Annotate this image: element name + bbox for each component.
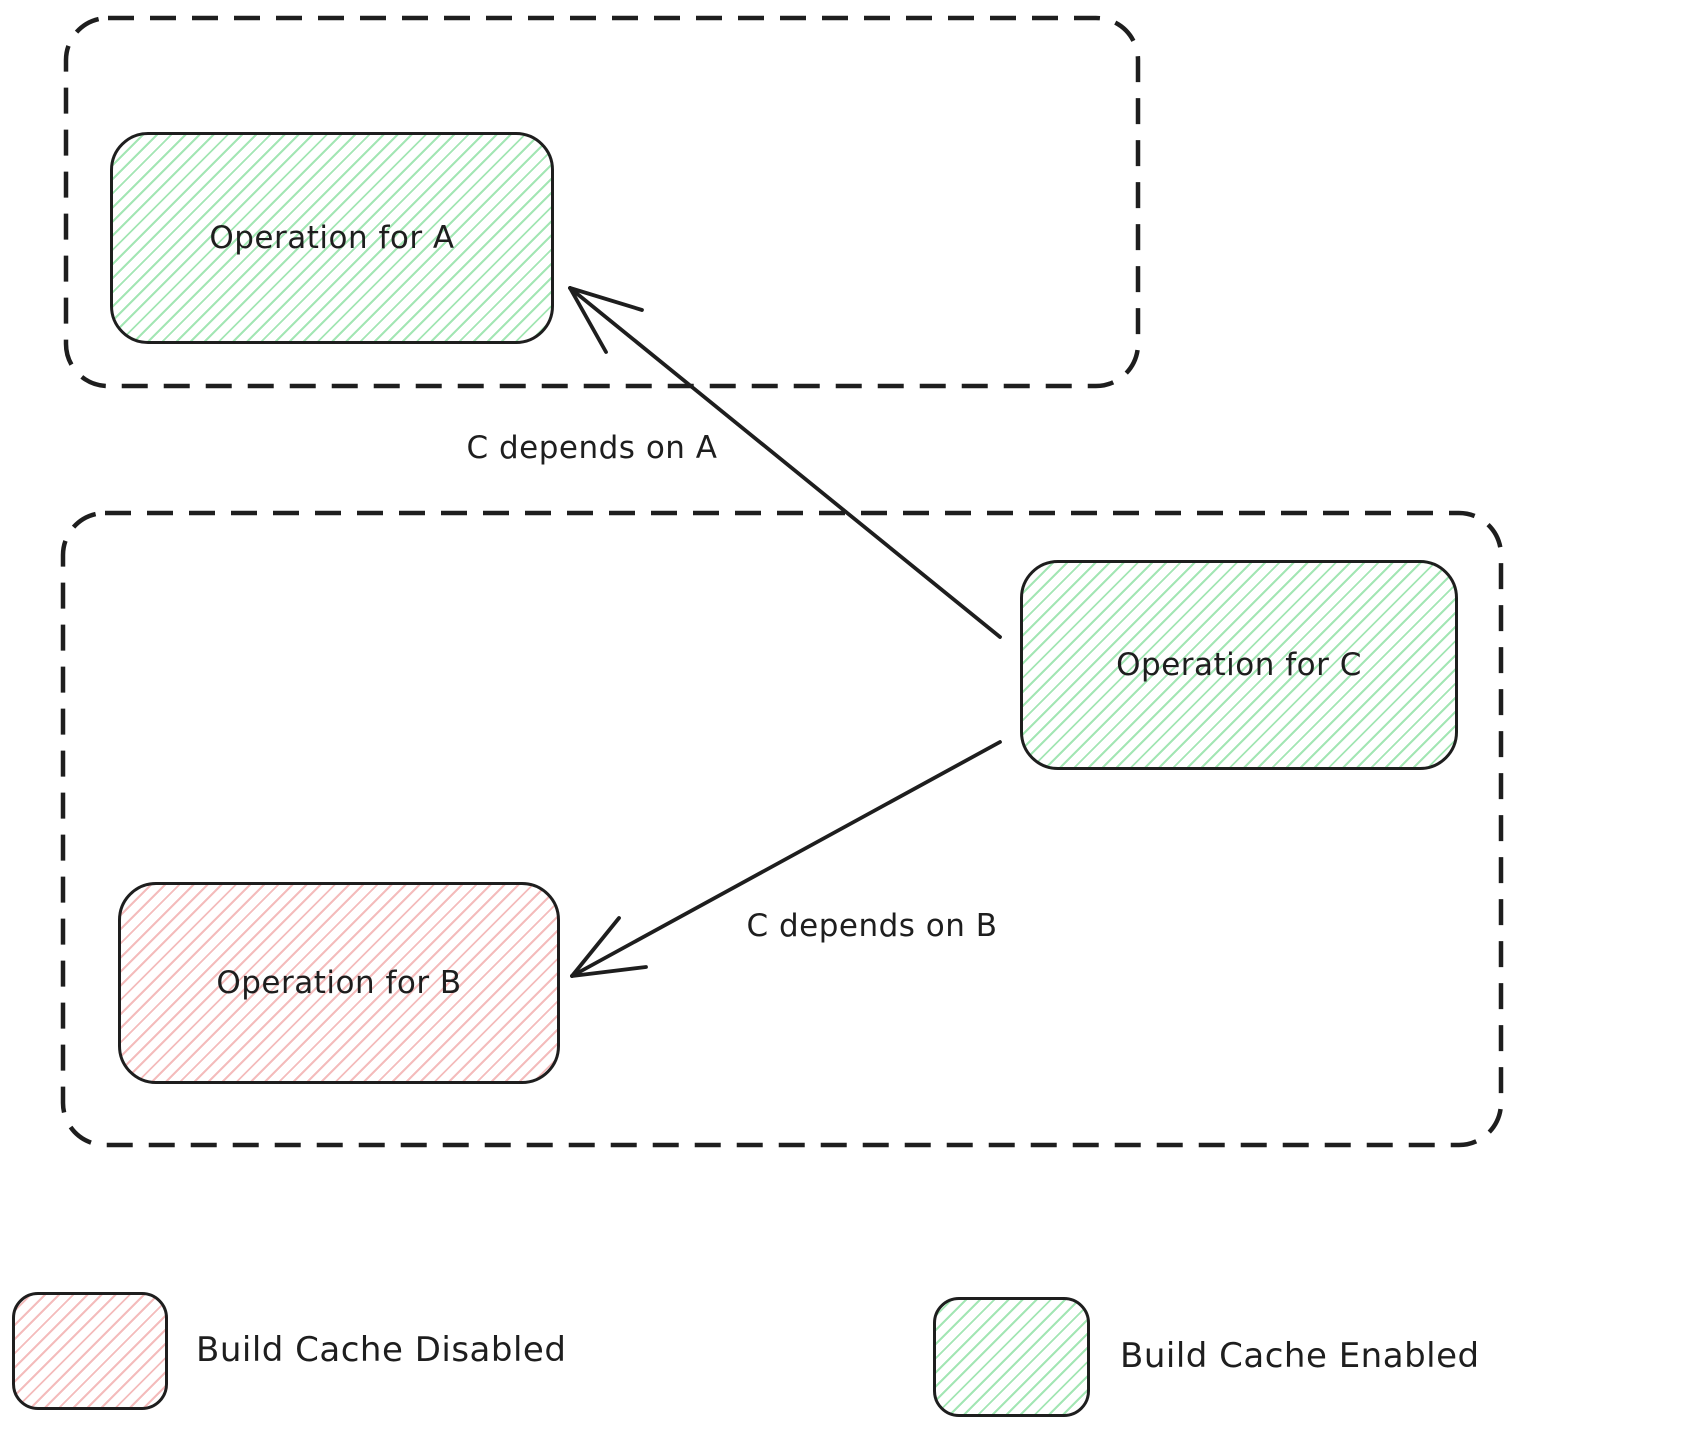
legend-label-build-cache-disabled: Build Cache Disabled (196, 1330, 567, 1370)
legend-label-build-cache-enabled: Build Cache Enabled (1120, 1336, 1480, 1376)
arrowhead-barb (570, 916, 621, 978)
node-operation-b: Operation for B (118, 882, 560, 1084)
node-operation-c-label: Operation for C (1116, 647, 1362, 683)
arrowhead-barb (568, 286, 644, 312)
node-operation-a-label: Operation for A (209, 220, 455, 256)
node-operation-a: Operation for A (110, 132, 554, 344)
arrow-c-to-a (568, 286, 1002, 639)
node-operation-b-label: Operation for B (216, 965, 462, 1001)
edge-label-c-depends-on-b: C depends on B (746, 908, 998, 944)
legend-swatch-build-cache-disabled (12, 1292, 168, 1410)
legend-swatch-build-cache-enabled (933, 1297, 1090, 1417)
group-a-outline (63, 15, 1141, 389)
group-bc-outline (60, 510, 1504, 1148)
arrowhead-barb (570, 965, 648, 978)
arrowhead-barb (568, 286, 608, 354)
node-operation-c: Operation for C (1020, 560, 1458, 770)
arrow-c-to-b (570, 740, 1002, 978)
edge-label-c-depends-on-a: C depends on A (466, 430, 718, 466)
